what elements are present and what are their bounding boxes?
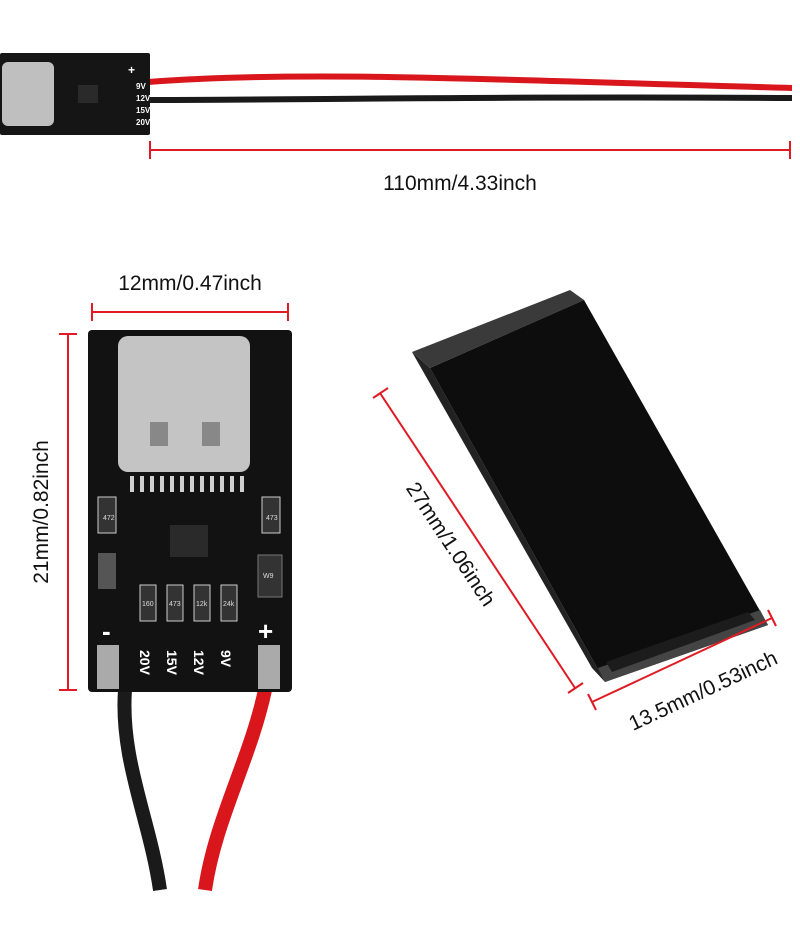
marking-20v: 20V bbox=[136, 118, 151, 127]
solder-pad-positive bbox=[258, 645, 280, 689]
top-board-assembly: + 9V 12V 15V 20V bbox=[0, 53, 793, 135]
resistor-label: 473 bbox=[266, 515, 278, 522]
black-wire bbox=[117, 689, 167, 891]
resistor-label: 24k bbox=[223, 601, 235, 608]
resistor-label: 12k bbox=[196, 601, 208, 608]
usb-c-port bbox=[118, 336, 250, 472]
marking-15v: 15V bbox=[136, 106, 151, 115]
cable-length-dimension: 110mm/4.33inch bbox=[149, 141, 791, 195]
diode-label: W9 bbox=[263, 573, 274, 580]
marking-9v: 9V bbox=[136, 82, 146, 91]
marking-20v: 20V bbox=[137, 650, 153, 676]
marking-12v: 12V bbox=[136, 94, 151, 103]
red-wire bbox=[198, 688, 272, 891]
solder-pad-negative bbox=[97, 645, 119, 689]
black-wire bbox=[147, 94, 793, 103]
plus-marking: + bbox=[258, 616, 273, 646]
board-width-dimension: 12mm/0.47inch bbox=[91, 272, 289, 321]
marking-15v: 15V bbox=[164, 650, 180, 676]
metal-enclosure bbox=[412, 290, 768, 682]
usb-c-port bbox=[2, 62, 54, 126]
resistor-label: 160 bbox=[142, 601, 154, 608]
board-closeup: 472 473 W9 160 473 12k 24k - + 20V 15V 1… bbox=[88, 330, 292, 891]
resistor-label: 473 bbox=[169, 601, 181, 608]
resistor-label: 472 bbox=[103, 515, 115, 522]
resistor bbox=[261, 496, 281, 534]
diode bbox=[257, 554, 283, 598]
board-height-label: 21mm/0.82inch bbox=[30, 440, 53, 584]
marking-9v: 9V bbox=[218, 650, 234, 668]
plus-marking: + bbox=[128, 63, 135, 77]
ic-chip bbox=[170, 525, 208, 557]
ic-chip bbox=[78, 85, 98, 103]
cable-length-label: 110mm/4.33inch bbox=[383, 172, 537, 195]
resistor bbox=[97, 496, 117, 534]
board-height-dimension: 21mm/0.82inch bbox=[30, 333, 77, 691]
capacitor bbox=[98, 553, 116, 589]
red-wire bbox=[147, 73, 793, 91]
minus-marking: - bbox=[102, 616, 111, 646]
marking-12v: 12V bbox=[191, 650, 207, 676]
board-width-label: 12mm/0.47inch bbox=[118, 272, 262, 295]
